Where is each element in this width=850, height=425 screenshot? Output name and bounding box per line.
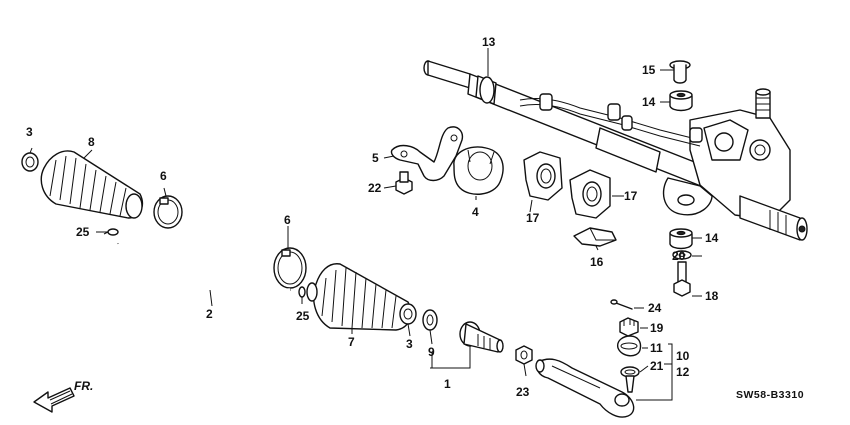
callout-6-right: 6: [284, 213, 291, 227]
callout-9: 9: [428, 345, 435, 359]
front-direction-label: FR.: [74, 379, 93, 393]
mount-cushion-upper: [669, 90, 693, 112]
callout-25-right: 25: [296, 309, 310, 323]
callout-numbers: 13 15 14 14 20 18 5 22 4 17 17 16 3 8 6 …: [26, 35, 719, 399]
callout-5: 5: [372, 151, 379, 165]
steering-rack-assembly: [423, 60, 808, 241]
callout-6-left: 6: [160, 169, 167, 183]
callout-18: 18: [705, 289, 719, 303]
callout-11: 11: [650, 341, 663, 355]
callout-13: 13: [482, 35, 496, 49]
callout-25-left: 25: [76, 225, 90, 239]
rack-bracket-left: [523, 151, 563, 201]
mount-bolt-18: [673, 261, 691, 297]
callout-20: 20: [672, 249, 686, 263]
front-direction-indicator: FR.: [33, 379, 93, 413]
air-tube: [116, 243, 291, 293]
lock-nut-right: [399, 303, 417, 325]
rack-bracket-right: [569, 169, 611, 219]
mount-bushing: [453, 146, 504, 195]
callout-17-right: 17: [624, 189, 638, 203]
boot-right: [306, 263, 412, 331]
flat-washer: [672, 250, 692, 260]
callout-17-left: 17: [526, 211, 540, 225]
callout-23: 23: [516, 385, 530, 399]
callout-3-left: 3: [26, 125, 33, 139]
mounting-bracket: [390, 126, 464, 182]
callout-24: 24: [648, 301, 662, 315]
callout-16: 16: [590, 255, 604, 269]
callout-14-upper: 14: [642, 95, 656, 109]
castle-nut: [619, 317, 639, 337]
flange-bolt-22: [395, 171, 413, 195]
mount-collar: [669, 60, 691, 84]
tube-clip-left: [103, 228, 119, 236]
callout-19: 19: [650, 321, 664, 335]
bracket-clamp-16: [573, 227, 617, 247]
tie-rod-end: [535, 358, 635, 418]
callout-15: 15: [642, 63, 656, 77]
boot-band-left: [153, 195, 183, 229]
boot-band-right: [273, 247, 307, 289]
tube-clip-right: [298, 286, 306, 298]
callout-2: 2: [206, 307, 213, 321]
callout-14-lower: 14: [705, 231, 719, 245]
lock-nut-left: [21, 152, 39, 172]
jam-nut: [515, 345, 533, 365]
diagram-code: SW58-B3310: [736, 389, 804, 401]
leader-lines: [29, 48, 702, 401]
callout-12: 12: [676, 365, 690, 379]
ball-stud: [625, 375, 635, 393]
callout-10: 10: [676, 349, 690, 363]
callout-4: 4: [472, 205, 479, 219]
ball-joint-boot: [616, 335, 642, 357]
callout-8: 8: [88, 135, 95, 149]
boot-left: [40, 150, 144, 219]
tie-rod: [459, 321, 504, 353]
mount-cushion-lower: [669, 228, 693, 250]
cotter-pin: [610, 299, 633, 310]
callout-21: 21: [650, 359, 664, 373]
lock-washer: [422, 309, 438, 331]
callout-3-right: 3: [406, 337, 413, 351]
callout-1: 1: [444, 377, 451, 391]
callout-7: 7: [348, 335, 355, 349]
callout-22: 22: [368, 181, 382, 195]
